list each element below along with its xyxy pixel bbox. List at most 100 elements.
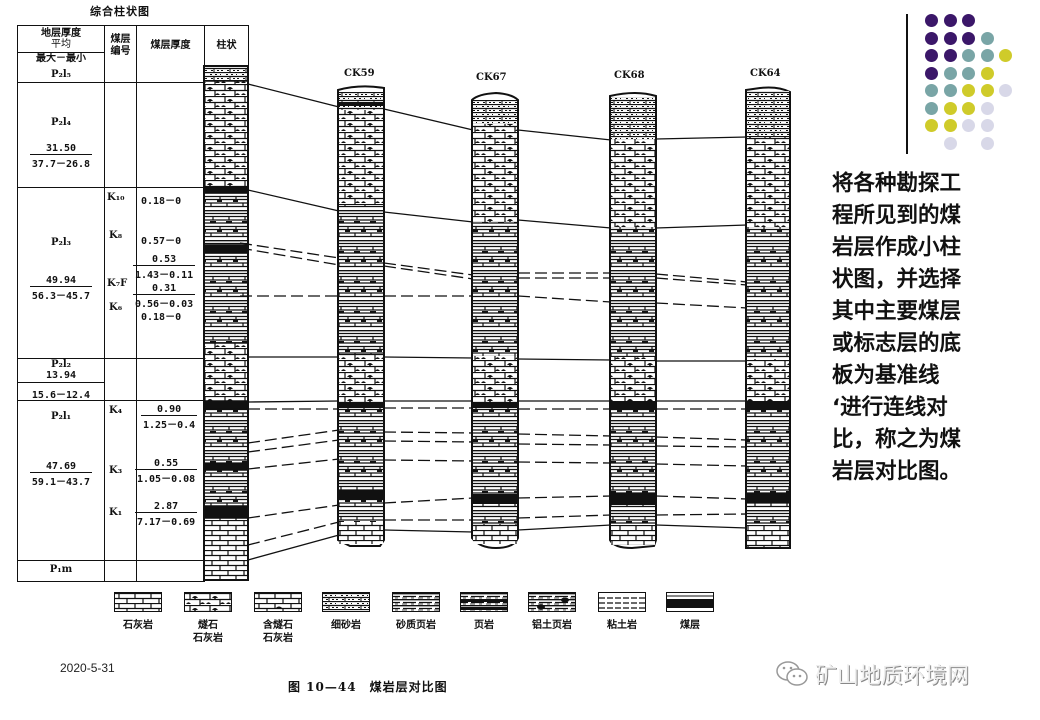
decorative-dot [980, 84, 994, 97]
cherty-limestone-swatch-icon [254, 592, 303, 613]
decorative-dot [980, 136, 994, 150]
seam-thickness: 0.18－0 [141, 196, 182, 207]
legend-label: 含燧石 石灰岩 [263, 620, 293, 644]
legend-label: 砂质页岩 [396, 620, 436, 631]
decorative-dot [943, 66, 957, 80]
row-divider [17, 82, 205, 83]
unit-range: 59.1－43.7 [29, 472, 93, 488]
borehole-column-ck68 [609, 92, 657, 550]
row-divider [17, 560, 205, 561]
decorative-vertical-line [906, 14, 908, 154]
watermark: 矿山地质环境网 [775, 658, 969, 690]
unit-name: P₂l₄ [50, 117, 72, 128]
decorative-dot [925, 119, 938, 132]
seam-thickness: 0.57－0 [141, 236, 182, 247]
row-divider [17, 187, 205, 188]
borehole-label-ck68: CK68 [614, 70, 645, 81]
header-column: 柱状 [204, 25, 249, 66]
seam-id: K₁ [109, 507, 123, 518]
header-text: 地层厚度 [41, 27, 81, 39]
decorative-dot [943, 49, 957, 62]
decorative-dot [962, 14, 975, 27]
unit-name: P₂l₂ [50, 359, 72, 370]
description-line: 将各种勘探工 [832, 171, 962, 196]
legend-label: 铝土页岩 [532, 620, 572, 631]
decorative-dot [943, 84, 957, 97]
description-line: 板为基准线 [832, 363, 940, 388]
seam-avg: 0.31 [152, 283, 177, 294]
header-seam-thickness: 煤层厚度 [136, 25, 205, 66]
description-line: 程所见到的煤 [832, 203, 962, 228]
seam-id: K₁₀ [107, 192, 125, 203]
unit-range: 15.6－12.4 [31, 390, 91, 401]
seam-range: 1.25－0.4 [141, 415, 198, 431]
decorative-dot [980, 49, 994, 62]
slide-date: 2020-5-31 [60, 661, 115, 675]
legend-item-claystone: 粘土岩 [594, 592, 650, 633]
legend-item-chert-limestone: 燧石 石灰岩 [180, 592, 236, 645]
legend-item-shale: 页岩 [456, 592, 512, 633]
decorative-dot [962, 49, 975, 62]
chert-limestone-swatch-icon [184, 592, 233, 613]
seam-avg: 2.87 [154, 501, 179, 512]
seam-id: K₃ [109, 465, 123, 476]
unit-name: P₂l₃ [50, 237, 72, 248]
legend-label: 石灰岩 [123, 620, 153, 631]
borehole-column-ck64 [745, 86, 791, 549]
legend-item-limestone: 石灰岩 [110, 592, 166, 633]
legend-label: 细砂岩 [331, 620, 361, 631]
description-line: 岩层对比图。 [832, 459, 962, 484]
unit-avg: 13.94 [45, 370, 77, 381]
coal-swatch-icon [666, 592, 715, 613]
unit-name: P₂l₁ [50, 411, 72, 422]
borehole-label-ck59: CK59 [344, 68, 375, 79]
seam-range: 1.05－0.08 [135, 469, 198, 485]
fine-sandstone-swatch-icon [322, 592, 371, 613]
header-text: 平均 [51, 39, 71, 50]
seam-avg: 0.90 [157, 404, 182, 415]
seam-range: 0.56－0.03 [133, 294, 196, 310]
wechat-icon [776, 661, 808, 686]
decorative-dot [999, 84, 1012, 97]
legend-label: 煤层 [680, 620, 700, 631]
unit-avg: 47.69 [45, 461, 77, 472]
decorative-dot [962, 66, 975, 80]
decorative-dot [925, 84, 938, 97]
seam-avg: 0.55 [154, 458, 179, 469]
seam-id: K₇F [107, 278, 128, 289]
row-divider [17, 358, 205, 359]
borehole-label-ck67: CK67 [476, 72, 507, 83]
correlation-lines-dashed [239, 242, 748, 546]
decorative-dot-grid [925, 14, 1025, 154]
seam-id: K₆ [109, 302, 123, 313]
header-text: 柱状 [216, 39, 237, 51]
header-text: 煤层厚度 [150, 39, 191, 51]
description-line: 其中主要煤层 [832, 299, 962, 324]
decorative-dot [925, 14, 938, 27]
legend-item-fine-sandstone: 细砂岩 [318, 592, 374, 633]
decorative-dot [943, 31, 957, 45]
unit-avg: 31.50 [45, 143, 77, 154]
unit-range: 37.7－26.8 [29, 154, 93, 170]
decorative-dot [999, 49, 1012, 62]
row-divider [17, 400, 205, 401]
seam-id: K₈ [109, 230, 123, 241]
seam-avg: 0.53 [152, 254, 177, 265]
legend-item-sandy-shale: 砂质页岩 [388, 592, 444, 633]
figure-caption: 图 10—44 煤岩层对比图 [288, 680, 448, 694]
seam-thickness: 0.18－0 [141, 312, 182, 323]
legend-label: 页岩 [474, 620, 494, 631]
decorative-dot [980, 119, 994, 132]
unit-name: P₁m [49, 564, 73, 575]
sandy-shale-swatch-icon [392, 592, 441, 613]
description-line: 岩层作成小柱 [832, 235, 962, 260]
seam-range: 1.43－0.11 [133, 265, 196, 281]
decorative-dot [943, 119, 957, 132]
decorative-dot [980, 31, 994, 45]
